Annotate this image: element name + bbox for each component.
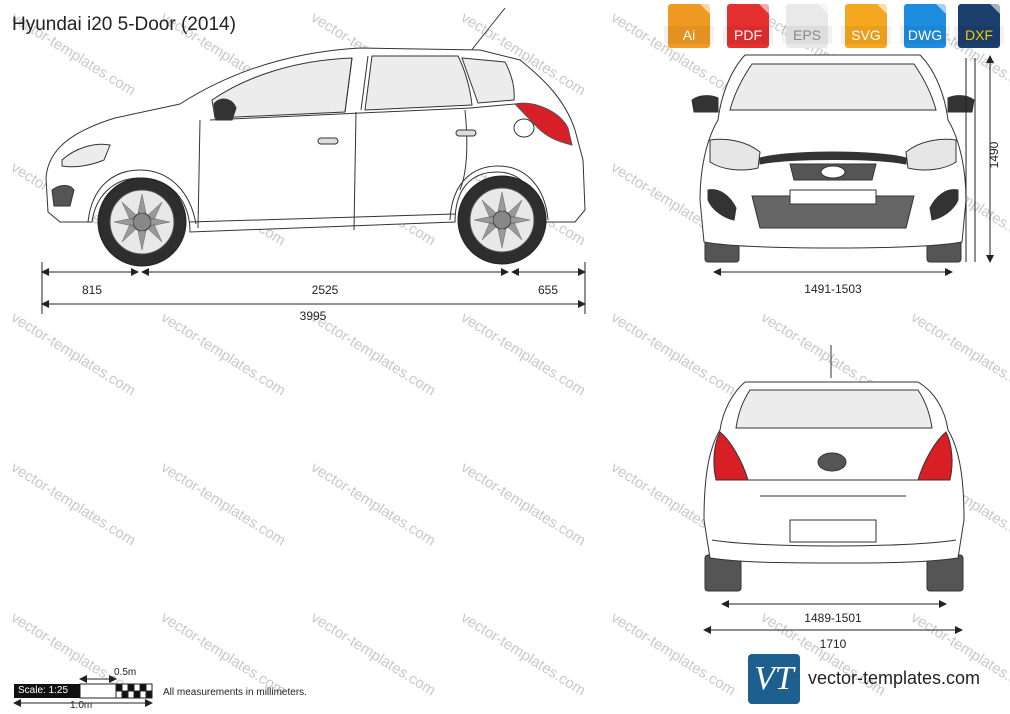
side-rear-wheel [457,175,547,265]
front-right-mirror [947,95,975,113]
front-view [691,54,975,263]
rear-left-taillight [713,431,749,481]
front-left-mirror [691,95,719,113]
brand-logo-text: VT [754,660,794,697]
ai-format-icon[interactable]: Ai [664,4,714,48]
rear-dimensions [703,600,963,634]
dwg-format-label: DWG [900,26,950,44]
wheelbase-label: 2525 [312,283,339,297]
rear-track-label: 1489-1501 [804,611,862,625]
front-windshield [729,63,937,111]
side-dimensions [41,262,586,314]
dxf-format-icon[interactable]: DXF [954,4,1004,48]
eps-format-label: EPS [782,26,832,44]
scale-bar [13,675,153,707]
rear-view [703,345,965,592]
half-meter-label: 0.5m [114,667,137,678]
page-title: Hyundai i20 5-Door (2014) [12,14,236,35]
side-headlight [61,143,111,168]
side-antenna [469,7,506,53]
front-dimensions [713,55,994,276]
side-mirror [213,98,237,121]
rear-window [735,389,933,429]
svg-format-icon[interactable]: SVG [841,4,891,48]
height-label: 1490 [987,141,1001,168]
eps-format-icon[interactable]: EPS [782,4,832,48]
scale-label: Scale: 1:25 [14,684,80,698]
pdf-format-label: PDF [723,26,773,44]
length-label: 3995 [300,309,327,323]
side-front-wheel [97,177,187,267]
measurement-note: All measurements in millimeters. [163,687,307,698]
rear-right-taillight [917,431,953,481]
side-taillight [514,102,573,146]
brand-logo[interactable]: VT [748,654,800,704]
ai-format-label: Ai [664,26,714,44]
side-quarter-window [461,57,515,104]
dwg-format-icon[interactable]: DWG [900,4,950,48]
svg-format-label: SVG [841,26,891,44]
front-right-headlight [905,138,957,171]
website-link[interactable]: vector-templates.com [808,668,981,688]
pdf-format-icon[interactable]: PDF [723,4,773,48]
front-left-headlight [709,138,761,171]
side-rear-window [364,55,473,111]
side-view [45,7,586,267]
rear-overhang-label: 655 [538,283,558,297]
one-meter-label: 1.0m [70,700,93,711]
dxf-format-label: DXF [954,26,1004,44]
front-track-label: 1491-1503 [804,282,862,296]
front-overhang-label: 815 [82,283,102,297]
width-label: 1710 [820,637,847,651]
